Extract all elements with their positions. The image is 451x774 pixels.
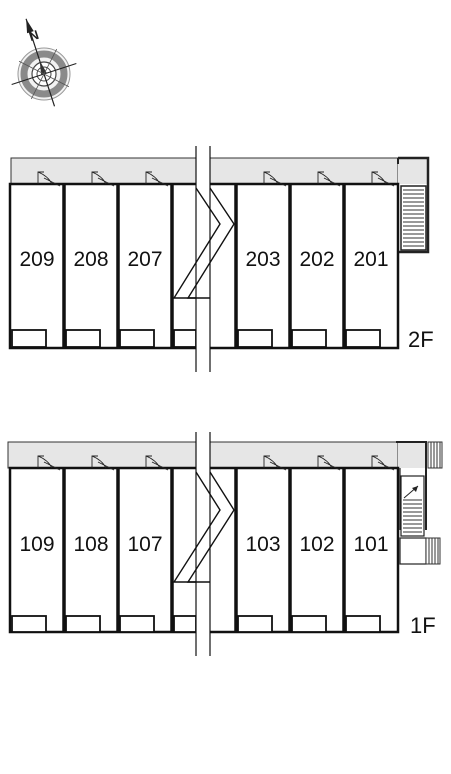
unit-108-label: 108 — [73, 533, 108, 556]
entrance-steps-1f-top — [427, 441, 443, 469]
break-line-2f — [172, 187, 221, 299]
unit-102-label: 102 — [299, 533, 334, 556]
unit-203-label: 203 — [245, 248, 280, 271]
break-gap-2f — [196, 140, 210, 372]
unit-207-label: 207 — [127, 248, 162, 271]
entrance-steps-1f-bottom — [425, 537, 441, 565]
staircase-2f — [400, 185, 427, 251]
unit-103-label: 103 — [245, 533, 280, 556]
staircase-1f — [400, 475, 425, 537]
floor-label-1f: 1F — [410, 613, 436, 638]
unit-109-label: 109 — [19, 533, 54, 556]
break-gap-1f — [196, 428, 210, 656]
corridor-end-1f — [398, 442, 426, 468]
unit-208-label: 208 — [73, 248, 108, 271]
landing-1f — [399, 537, 427, 565]
floor-plan-2f: 209 208 207 203 202 201 2F — [8, 140, 434, 372]
unit-202-label: 202 — [299, 248, 334, 271]
unit-209-label: 209 — [19, 248, 54, 271]
floor-label-2f: 2F — [408, 327, 434, 352]
doors-2f — [37, 171, 395, 187]
unit-107-label: 107 — [127, 533, 162, 556]
compass-rose-icon: N — [11, 18, 77, 107]
compass-north-label: N — [27, 27, 41, 44]
doors-1f — [37, 455, 395, 471]
unit-201-label: 201 — [353, 248, 388, 271]
break-line-1f — [172, 471, 221, 583]
unit-101-label: 101 — [353, 533, 388, 556]
floor-plan-1f: 109 108 107 103 102 101 1F — [7, 428, 443, 656]
corridor-end-2f — [398, 158, 428, 184]
